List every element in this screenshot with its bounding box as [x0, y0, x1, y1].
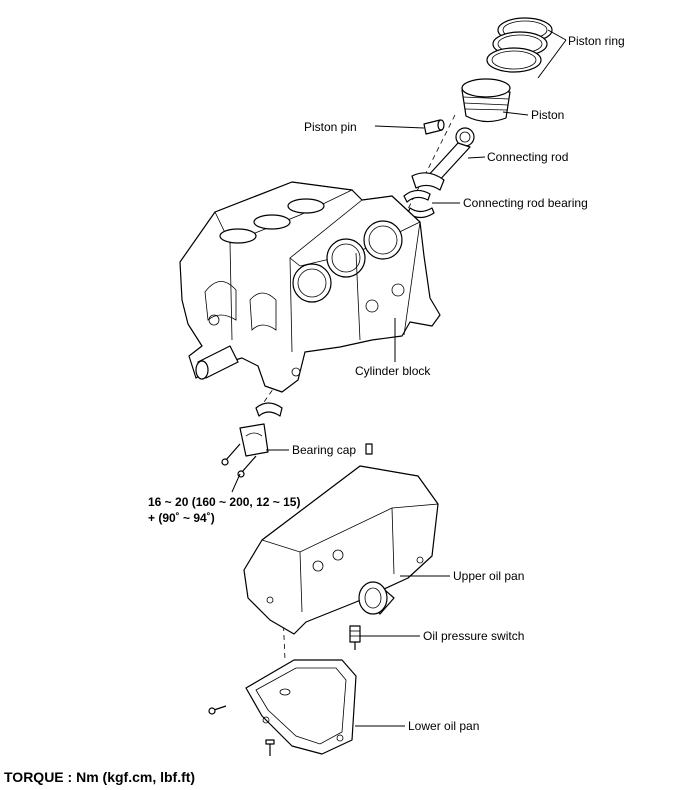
label-connecting-rod: Connecting rod — [487, 150, 568, 164]
label-oil-pressure-switch: Oil pressure switch — [423, 629, 524, 643]
label-lower-oil-pan: Lower oil pan — [408, 719, 479, 733]
label-bearing-cap: Bearing cap — [292, 443, 356, 457]
torque-spec-line2: + (90˚ ~ 94˚) — [148, 511, 215, 525]
bearing-cap-illustration — [239, 402, 283, 457]
label-piston: Piston — [531, 108, 564, 122]
label-piston-ring: Piston ring — [568, 34, 625, 48]
leader-lines — [231, 29, 567, 727]
piston-illustration — [461, 78, 511, 123]
dowel-pin-illustration — [365, 443, 373, 455]
label-connecting-rod-bearing: Connecting rod bearing — [463, 196, 588, 210]
bearing-cap-bolts-illustration — [221, 443, 257, 478]
label-upper-oil-pan: Upper oil pan — [453, 569, 524, 583]
connecting-rod-illustration — [411, 127, 475, 191]
label-cylinder-block: Cylinder block — [355, 364, 431, 378]
cylinder-block-illustration — [179, 181, 441, 393]
torque-units-footer: TORQUE : Nm (kgf.cm, lbf.ft) — [4, 769, 195, 785]
piston-pin-illustration — [423, 119, 445, 135]
upper-oil-pan-illustration — [243, 465, 439, 635]
label-piston-pin: Piston pin — [304, 120, 357, 134]
lower-oil-pan-illustration — [245, 659, 357, 755]
piston-ring-illustration — [486, 17, 553, 73]
oil-pressure-switch-illustration — [349, 625, 361, 650]
torque-spec-line1: 16 ~ 20 (160 ~ 200, 12 ~ 15) — [148, 495, 300, 509]
drain-bolts-illustration — [208, 705, 275, 756]
